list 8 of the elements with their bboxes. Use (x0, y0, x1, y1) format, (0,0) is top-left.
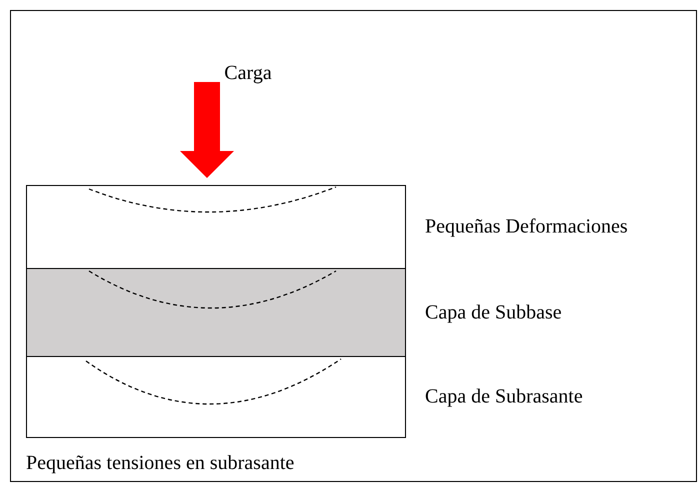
layer-label: Capa de Subbase (425, 301, 562, 324)
layer-box (26, 268, 406, 357)
layer-label: Pequeñas Deformaciones (425, 216, 628, 238)
layer-box (26, 356, 406, 438)
note-text: Pequeñas tensiones en subrasante (26, 452, 294, 475)
load-label: Carga (224, 62, 272, 85)
layer-label: Capa de Subrasante (425, 386, 583, 408)
layer-box (26, 185, 406, 269)
